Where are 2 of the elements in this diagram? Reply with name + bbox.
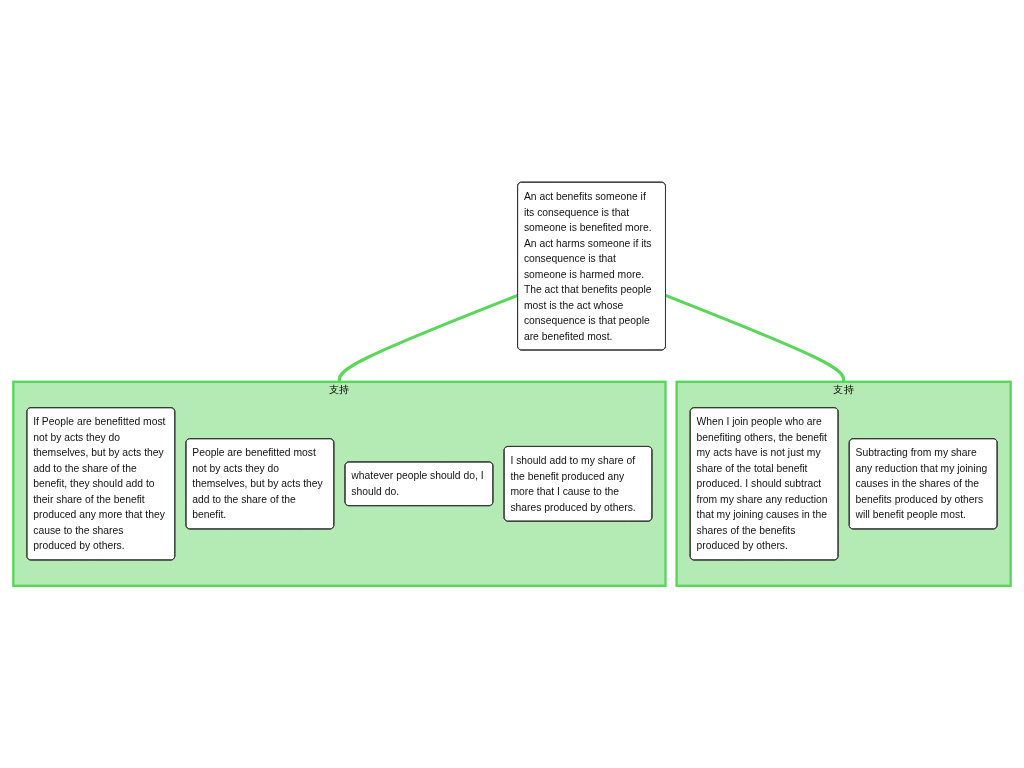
connector <box>664 293 846 382</box>
connector <box>337 293 519 382</box>
